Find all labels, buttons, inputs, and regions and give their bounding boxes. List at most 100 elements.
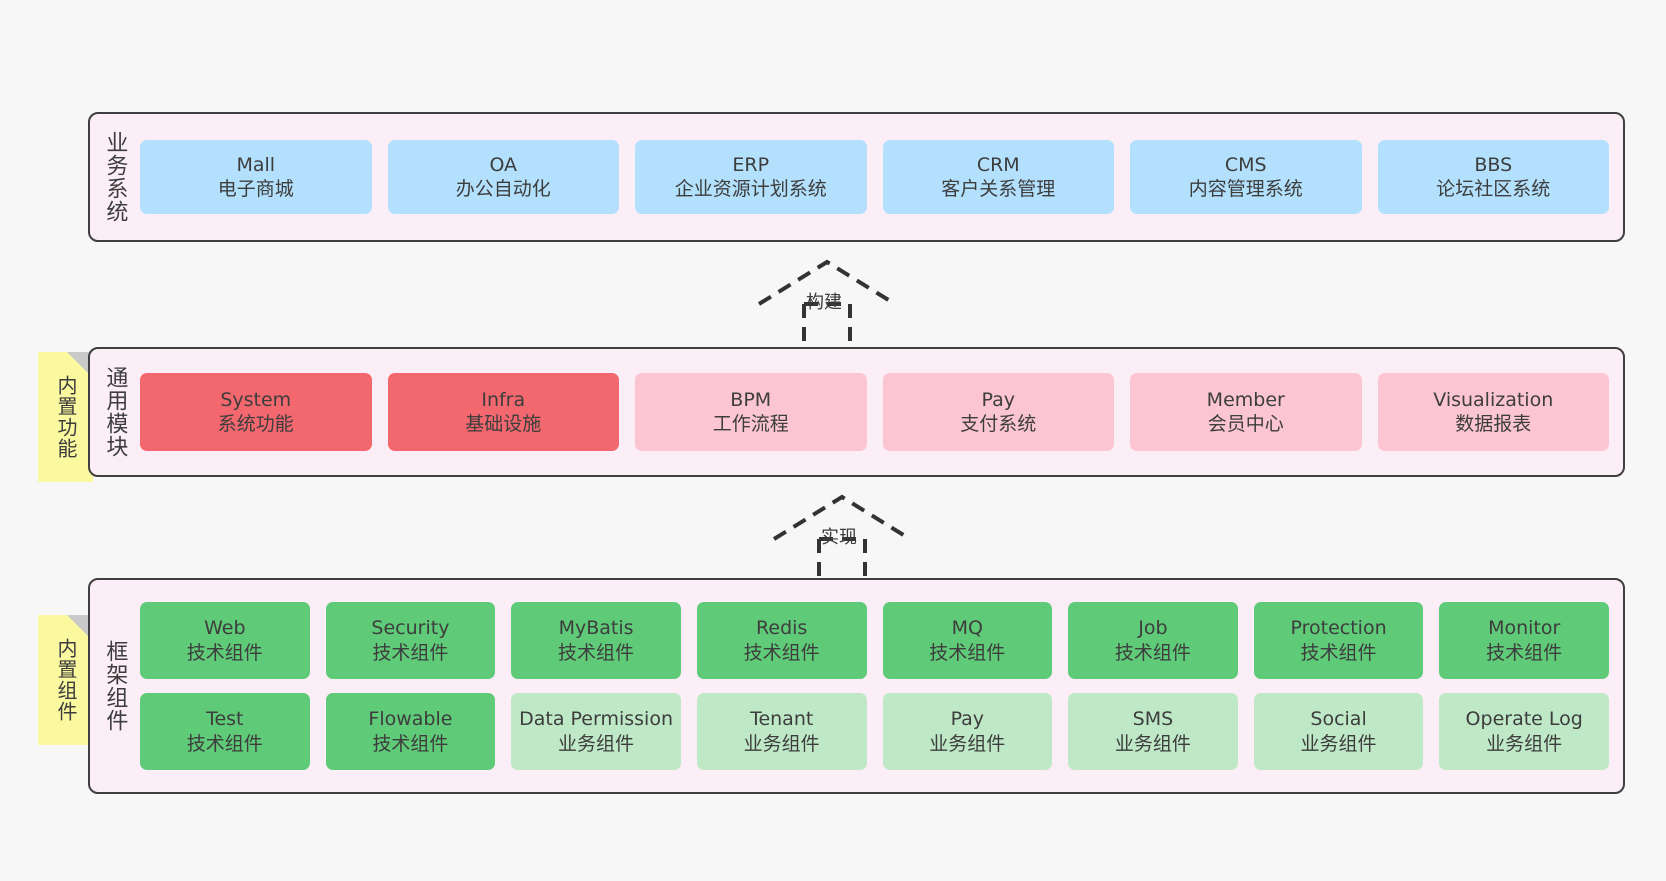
node-social[interactable]: Social 业务组件: [1253, 693, 1424, 770]
node-visualization[interactable]: Visualization 数据报表: [1377, 373, 1609, 451]
common-modules-row: System 系统功能 Infra 基础设施 BPM 工作流程 Pay 支付系统…: [140, 373, 1609, 451]
node-test-cn: 技术组件: [186, 732, 263, 755]
node-system-cn: 系统功能: [217, 413, 294, 435]
node-oa-cn: 办公自动化: [455, 178, 551, 200]
node-oa-en: OA: [489, 153, 518, 176]
node-monitor-cn: 技术组件: [1486, 641, 1563, 664]
node-job[interactable]: Job 技术组件: [1068, 602, 1238, 679]
node-security-en: Security: [371, 617, 450, 640]
node-member-cn: 会员中心: [1207, 413, 1284, 435]
layer-common-modules-title: 通用模块: [102, 366, 128, 458]
node-protection[interactable]: Protection 技术组件: [1253, 602, 1424, 679]
node-sms-en: SMS: [1132, 708, 1174, 731]
framework-components-row-business: Test 技术组件 Flowable 技术组件 Data Permission …: [140, 693, 1609, 770]
layer-business-systems-body: Mall 电子商城 OA 办公自动化 ERP 企业资源计划系统 CRM 客户关系…: [138, 114, 1623, 240]
node-system-en: System: [220, 388, 292, 411]
node-mybatis-cn: 技术组件: [558, 641, 635, 664]
node-monitor[interactable]: Monitor 技术组件: [1439, 602, 1609, 679]
node-cms-en: CMS: [1224, 153, 1267, 176]
node-web-cn: 技术组件: [186, 641, 263, 664]
node-cms-cn: 内容管理系统: [1188, 178, 1303, 200]
node-operate-log[interactable]: Operate Log 业务组件: [1439, 693, 1609, 770]
node-web-en: Web: [204, 617, 246, 640]
node-job-en: Job: [1138, 617, 1168, 640]
node-erp[interactable]: ERP 企业资源计划系统: [635, 140, 867, 214]
node-security-cn: 技术组件: [372, 641, 449, 664]
layer-framework-components-title: 框架组件: [102, 640, 128, 732]
node-data-permission[interactable]: Data Permission 业务组件: [511, 693, 681, 770]
node-member-en: Member: [1206, 388, 1285, 411]
node-bpm-cn: 工作流程: [712, 413, 789, 435]
node-bpm-en: BPM: [730, 388, 772, 411]
business-systems-row: Mall 电子商城 OA 办公自动化 ERP 企业资源计划系统 CRM 客户关系…: [140, 140, 1609, 214]
node-social-cn: 业务组件: [1300, 732, 1377, 755]
node-oa[interactable]: OA 办公自动化: [387, 140, 619, 214]
node-mall[interactable]: Mall 电子商城: [140, 140, 372, 214]
layer-business-systems[interactable]: 业务系统 Mall 电子商城 OA 办公自动化 ERP 企业资源计划系统 CRM…: [88, 112, 1625, 242]
node-visualization-cn: 数据报表: [1455, 413, 1532, 435]
node-web[interactable]: Web 技术组件: [140, 602, 310, 679]
node-redis-cn: 技术组件: [743, 641, 820, 664]
connector-build-arrow-icon: [757, 259, 897, 350]
node-crm-cn: 客户关系管理: [941, 178, 1056, 200]
node-crm[interactable]: CRM 客户关系管理: [882, 140, 1114, 214]
node-test[interactable]: Test 技术组件: [140, 693, 310, 770]
node-pay-component-en: Pay: [950, 708, 985, 731]
sticky-note-builtin-features-label: 内置功能: [54, 375, 78, 459]
layer-business-systems-title: 业务系统: [102, 131, 128, 223]
connector-build: 构建: [745, 252, 915, 352]
node-infra-en: Infra: [481, 388, 526, 411]
connector-implement: 实现: [760, 487, 930, 587]
node-mybatis[interactable]: MyBatis 技术组件: [511, 602, 681, 679]
node-pay-component-cn: 业务组件: [929, 732, 1006, 755]
node-bbs[interactable]: BBS 论坛社区系统: [1377, 140, 1609, 214]
node-data-permission-cn: 业务组件: [558, 732, 635, 755]
sticky-note-builtin-features: 内置功能: [38, 352, 93, 482]
node-protection-cn: 技术组件: [1300, 641, 1377, 664]
node-social-en: Social: [1310, 708, 1367, 731]
node-crm-en: CRM: [976, 153, 1020, 176]
node-test-en: Test: [206, 708, 244, 731]
node-operate-log-cn: 业务组件: [1486, 732, 1563, 755]
node-protection-en: Protection: [1290, 617, 1387, 640]
node-data-permission-en: Data Permission: [519, 708, 673, 731]
node-flowable[interactable]: Flowable 技术组件: [325, 693, 496, 770]
node-sms-cn: 业务组件: [1114, 732, 1191, 755]
node-pay-module[interactable]: Pay 支付系统: [882, 373, 1114, 451]
node-job-cn: 技术组件: [1114, 641, 1191, 664]
node-tenant-cn: 业务组件: [743, 732, 820, 755]
node-tenant-en: Tenant: [750, 708, 814, 731]
node-mq[interactable]: MQ 技术组件: [882, 602, 1053, 679]
node-pay-module-en: Pay: [981, 388, 1016, 411]
sticky-note-builtin-components: 内置组件: [38, 615, 93, 745]
connector-build-label: 构建: [806, 292, 842, 313]
layer-common-modules[interactable]: 通用模块 System 系统功能 Infra 基础设施 BPM 工作流程 Pay…: [88, 347, 1625, 477]
node-infra[interactable]: Infra 基础设施: [387, 373, 619, 451]
node-operate-log-en: Operate Log: [1465, 708, 1583, 731]
node-redis[interactable]: Redis 技术组件: [696, 602, 867, 679]
node-flowable-cn: 技术组件: [372, 732, 449, 755]
node-erp-cn: 企业资源计划系统: [674, 178, 827, 200]
node-system[interactable]: System 系统功能: [140, 373, 372, 451]
layer-common-modules-body: System 系统功能 Infra 基础设施 BPM 工作流程 Pay 支付系统…: [138, 349, 1623, 475]
node-tenant[interactable]: Tenant 业务组件: [696, 693, 867, 770]
node-pay-module-cn: 支付系统: [960, 413, 1037, 435]
node-security[interactable]: Security 技术组件: [325, 602, 496, 679]
node-cms[interactable]: CMS 内容管理系统: [1130, 140, 1362, 214]
node-bpm[interactable]: BPM 工作流程: [635, 373, 867, 451]
node-sms[interactable]: SMS 业务组件: [1068, 693, 1238, 770]
node-bbs-en: BBS: [1474, 153, 1513, 176]
node-bbs-cn: 论坛社区系统: [1436, 178, 1551, 200]
node-mall-cn: 电子商城: [217, 178, 294, 200]
node-mall-en: Mall: [236, 153, 276, 176]
connector-implement-label: 实现: [821, 527, 857, 548]
sticky-note-builtin-components-label: 内置组件: [54, 638, 78, 722]
node-monitor-en: Monitor: [1488, 617, 1561, 640]
framework-components-row-technical: Web 技术组件 Security 技术组件 MyBatis 技术组件 Redi…: [140, 602, 1609, 679]
node-mq-en: MQ: [951, 617, 983, 640]
node-member[interactable]: Member 会员中心: [1130, 373, 1362, 451]
node-pay-component[interactable]: Pay 业务组件: [882, 693, 1053, 770]
node-infra-cn: 基础设施: [465, 413, 542, 435]
layer-framework-components[interactable]: 框架组件 Web 技术组件 Security 技术组件 MyBatis 技术组件…: [88, 578, 1625, 794]
